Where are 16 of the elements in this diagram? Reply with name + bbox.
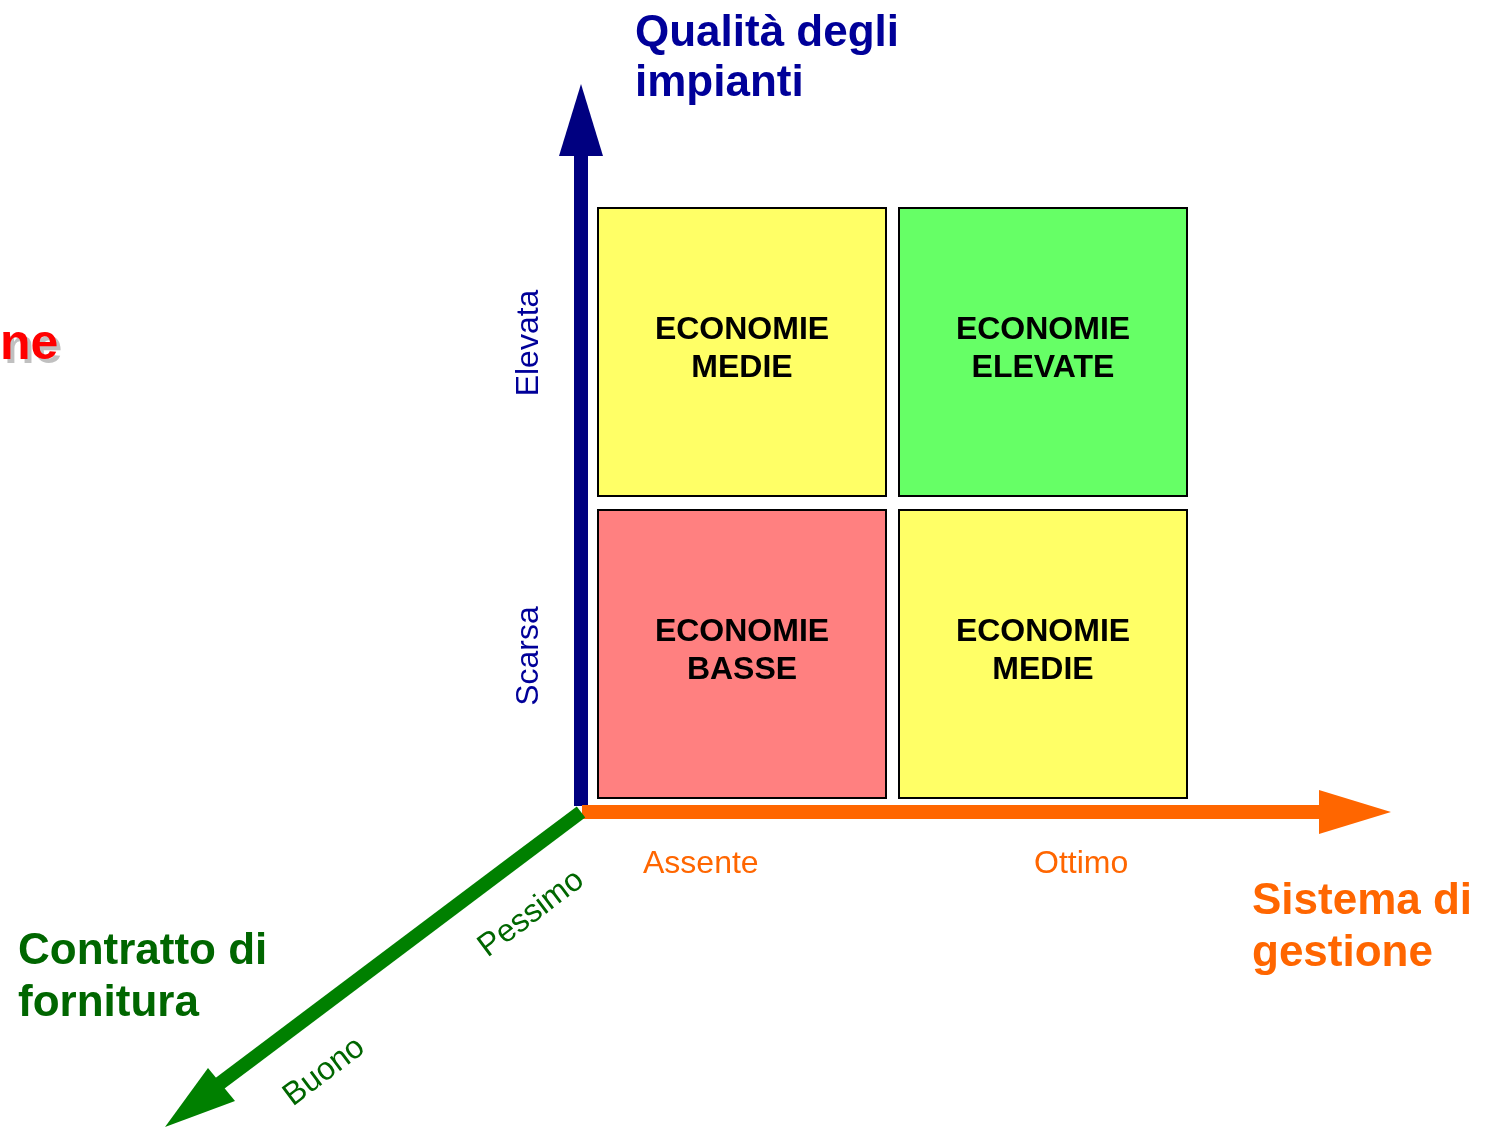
tick-label: Scarsa [509,606,545,706]
quadrant-box [898,509,1188,799]
axis-label: Sistema di gestione [1252,873,1474,977]
axis-label: ne [0,314,59,370]
quadrant-box [898,207,1188,497]
quadrant-label: ECONOMIE MEDIE [653,309,831,385]
quadrant-label: ECONOMIE ELEVATE [954,309,1132,385]
axis-label: Qualità degli impianti [635,6,901,106]
quadrant-box [597,509,887,799]
tick-label: Elevata [509,289,545,397]
axis-label: Assente [643,843,759,881]
quadrant-label: ECONOMIE BASSE [653,611,831,687]
axis-label: Contratto di fornitura [18,923,269,1027]
quadrant-label: ECONOMIE MEDIE [954,611,1132,687]
axis-label: Ottimo [1034,843,1129,881]
quadrant-box [597,207,887,497]
